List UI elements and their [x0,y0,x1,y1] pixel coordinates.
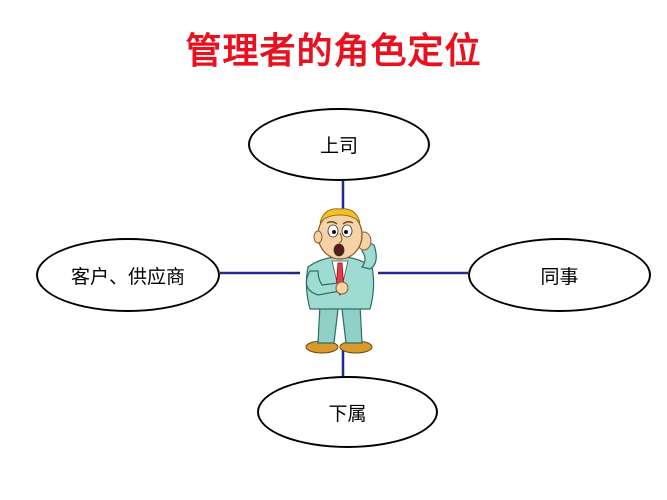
node-subordinates-label: 下属 [328,402,367,425]
node-subordinates: 下属 [257,376,438,448]
manager-figure-icon [305,208,377,354]
node-colleagues-label: 同事 [540,265,579,288]
node-customers-suppliers: 客户、供应商 [36,238,220,312]
node-superior-label: 上司 [319,135,358,157]
node-colleagues: 同事 [468,238,651,312]
diagram-title: 管理者的角色定位 [185,30,482,72]
node-superior: 上司 [248,108,430,181]
node-customers-suppliers-label: 客户、供应商 [70,265,185,288]
